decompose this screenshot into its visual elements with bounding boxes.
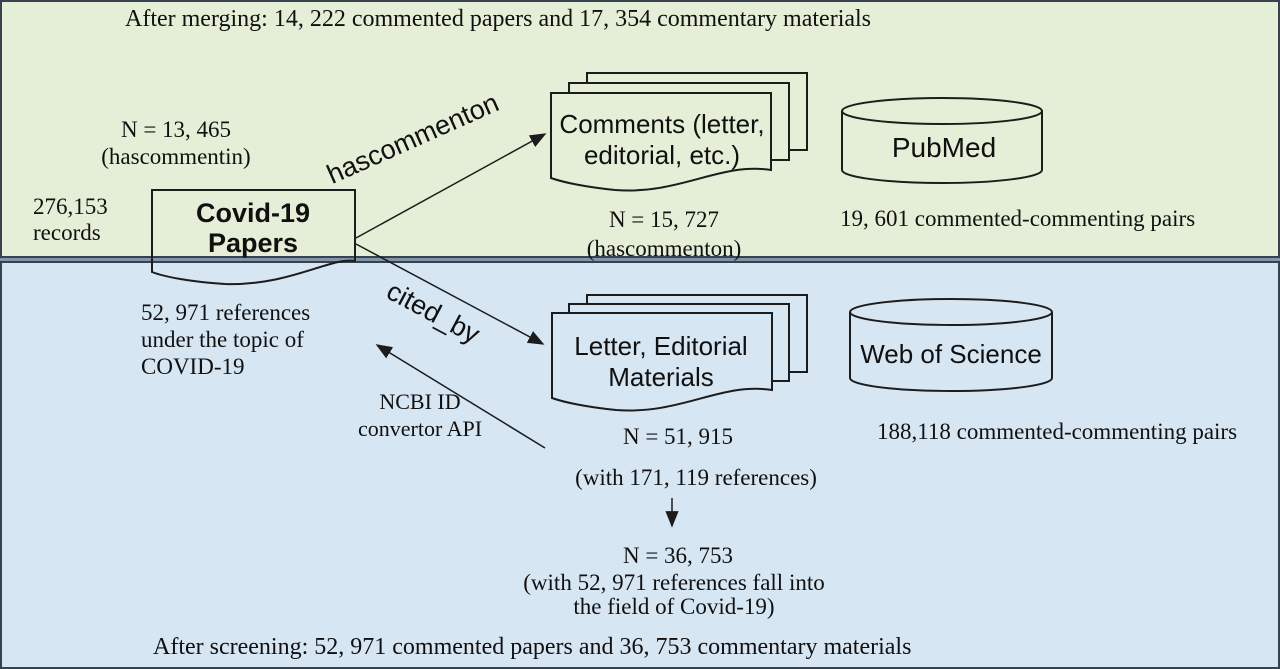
pubmed-label: PubMed — [891, 132, 997, 163]
web-of-science-database-icon — [849, 298, 1053, 392]
letter-references-detail: (with 171, 119 references) — [575, 465, 817, 490]
letter-doc-title: Letter, Editorial Materials — [574, 331, 747, 393]
screened-detail-line1: (with 52, 971 references fall into — [523, 570, 825, 595]
wos-pairs-note: 188,118 commented-commenting pairs — [877, 419, 1238, 444]
records-count: 276,153 records — [33, 194, 108, 246]
references-note: 52, 971 references under the topic of CO… — [141, 299, 310, 380]
pubmed-database-icon — [841, 97, 1043, 184]
records-count-line2: records — [33, 220, 101, 245]
references-note-line2: under the topic of — [141, 327, 304, 352]
screened-detail: (with 52, 971 references fall into the f… — [523, 571, 824, 619]
ncbi-converter-label-line2: convertor API — [357, 416, 483, 441]
references-note-line3: COVID-19 — [141, 354, 245, 379]
letter-doc-title-line1: Letter, Editorial — [574, 331, 748, 361]
ncbi-converter-label: NCBI ID convertor API — [358, 388, 482, 442]
covid-papers-title-line2: Papers — [207, 228, 299, 258]
records-count-line1: 276,153 — [33, 194, 108, 219]
letter-doc-title-line2: Materials — [608, 362, 714, 392]
comments-doc-title: Comments (letter, editorial, etc.) — [559, 109, 764, 171]
covid-count: N = 13, 465 — [120, 117, 232, 142]
comments-doc-title-line2: editorial, etc.) — [583, 140, 741, 170]
pubmed-pairs-note: 19, 601 commented-commenting pairs — [840, 206, 1196, 231]
covid-count-tag: (hascommentin) — [101, 144, 251, 169]
references-note-line1: 52, 971 references — [141, 300, 311, 325]
comments-count-tag: (hascommenton) — [586, 236, 742, 261]
cited-by-arrow — [355, 243, 545, 345]
covid-papers-title-line1: Covid-19 — [195, 198, 311, 228]
comments-count-note: N = 15, 727 (hascommenton) — [587, 205, 742, 263]
comments-doc-title-line1: Comments (letter, — [559, 109, 765, 139]
screened-detail-line2: the field of Covid-19) — [573, 594, 775, 619]
letter-count: N = 51, 915 — [622, 424, 734, 449]
screening-banner: After screening: 52, 971 commented paper… — [153, 634, 912, 660]
covid-count-note: N = 13, 465 (hascommentin) — [101, 116, 250, 170]
covid-papers-document-icon — [151, 189, 356, 286]
covid-papers-title: Covid-19 Papers — [196, 198, 310, 258]
hascommenton-arrow — [355, 133, 547, 239]
comments-count: N = 15, 727 — [608, 207, 720, 232]
comments-stack-icon — [550, 72, 808, 192]
merging-banner: After merging: 14, 222 commented papers … — [125, 6, 872, 32]
letter-editorial-stack-icon — [551, 294, 808, 412]
ncbi-converter-arrow — [375, 344, 546, 449]
screened-count: N = 36, 753 — [622, 543, 734, 568]
ncbi-converter-label-line1: NCBI ID — [379, 389, 461, 414]
web-of-science-label: Web of Science — [860, 339, 1042, 369]
